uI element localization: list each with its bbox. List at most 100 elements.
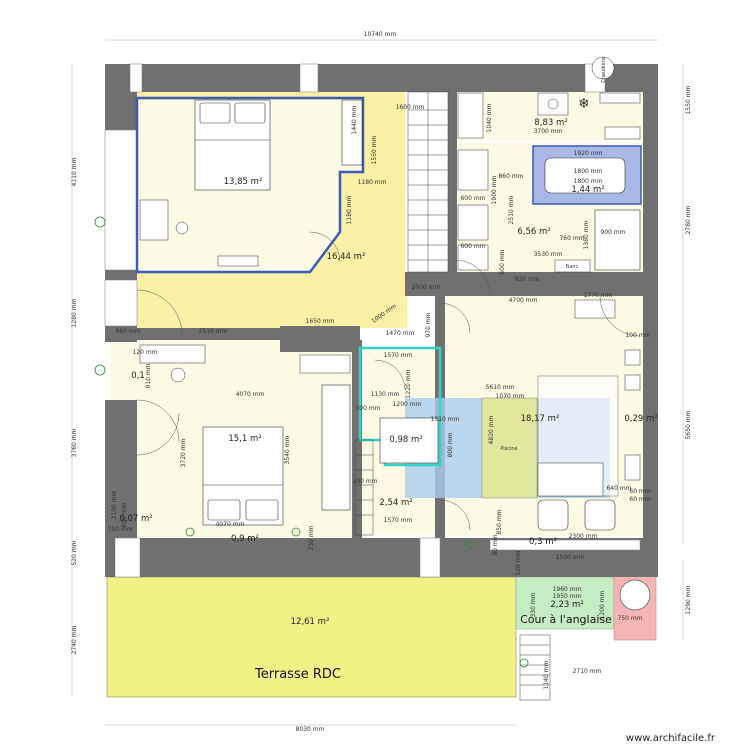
armchairs xyxy=(537,499,616,531)
dim-left-5: 2740 mm xyxy=(71,625,78,654)
area-small-left2: 0,07 m² xyxy=(119,514,152,524)
dim-520: 520 mm xyxy=(515,550,522,575)
dim-100: 100 mm xyxy=(625,332,650,339)
dim-1130: 1130 mm xyxy=(371,391,400,398)
dim-3700: 3700 mm xyxy=(534,128,563,135)
dim-top-total: 10740 mm xyxy=(364,31,397,38)
desk-bottom xyxy=(139,344,206,383)
dim-860b: 860 mm xyxy=(115,328,140,335)
area-hall-top: 16,44 m² xyxy=(327,252,366,262)
dim-120: 120 mm xyxy=(132,349,157,356)
dim-1570a: 1570 mm xyxy=(384,352,413,359)
dim-800: 800 mm xyxy=(447,432,454,457)
dim-3720: 3720 mm xyxy=(180,438,187,467)
door-swings xyxy=(136,231,641,531)
shelf-unit xyxy=(299,354,351,374)
area-small-mid: 0,3 m² xyxy=(529,537,557,547)
opening-top-2 xyxy=(299,63,319,93)
bench xyxy=(554,259,591,273)
area-wc: 0,98 m² xyxy=(389,435,422,445)
area-right-small: 0,29 m² xyxy=(624,414,657,424)
opening-bottom-2 xyxy=(419,537,441,578)
bed-top xyxy=(194,99,271,191)
dim-left-4: 520 mm xyxy=(71,540,78,565)
dim-330: 330 mm xyxy=(530,592,537,617)
dim-bottom-total: 8030 mm xyxy=(296,726,325,733)
bench-label: Banc xyxy=(566,264,579,270)
dim-1800b: 1800 mm xyxy=(574,178,603,185)
dim-640: 640 mm xyxy=(606,485,631,492)
dim-2100: 2100 mm xyxy=(111,490,118,519)
court-steps xyxy=(519,634,551,701)
dim-1960: 1960 mm xyxy=(553,586,582,593)
round-pot xyxy=(619,579,651,611)
dim-4070a: 4070 mm xyxy=(236,391,265,398)
tv-unit xyxy=(574,299,616,319)
dim-1800a: 1800 mm xyxy=(574,168,603,175)
dim-1040: 1040 mm xyxy=(486,103,493,132)
dim-1070: 1070 mm xyxy=(496,393,525,400)
wc-box xyxy=(379,417,439,464)
label-court: Cour à l'anglaise xyxy=(520,613,612,626)
dim-1510: 1510 mm xyxy=(431,416,460,423)
dim-1440: 1440 mm xyxy=(351,105,358,134)
sinks xyxy=(457,149,489,271)
dim-1600: 1600 mm xyxy=(396,104,425,111)
dim-1920: 1920 mm xyxy=(574,150,603,157)
window-left-top xyxy=(104,129,138,271)
area-corridor-bottom: 0,9 m² xyxy=(231,534,259,544)
floor-top-wide-yellow xyxy=(137,90,405,100)
dim-right-4: 1290 mm xyxy=(685,585,692,614)
dim-right-2: 2780 mm xyxy=(685,205,692,234)
dim-2510b: 2510 mm xyxy=(199,328,228,335)
dim-1140: 1140 mm xyxy=(543,660,550,689)
dim-900: 900 mm xyxy=(600,229,625,236)
pool-label: Piscine xyxy=(500,446,517,452)
dim-600b: 600 mm xyxy=(460,243,485,250)
dim-730: 730 mm xyxy=(107,526,132,533)
dim-230: 230 mm xyxy=(308,525,315,550)
dim-2710: 2710 mm xyxy=(573,668,602,675)
bed-bottom xyxy=(202,426,284,526)
shower-tray xyxy=(594,209,641,271)
living-right-items xyxy=(624,349,641,481)
dim-4700: 4700 mm xyxy=(509,297,538,304)
dim-right-1: 1550 mm xyxy=(685,85,692,114)
wardrobe-bottom xyxy=(321,384,351,511)
green-markers xyxy=(94,216,529,668)
dim-4070b: 4070 mm xyxy=(216,521,245,528)
dim-910: 910 mm xyxy=(145,363,152,388)
area-landing: 2,54 m² xyxy=(379,498,412,508)
boiler-label: Chaudière xyxy=(600,57,607,83)
floor-stairs-top xyxy=(405,90,453,275)
terrace-area xyxy=(106,576,517,698)
dim-850: 850 mm xyxy=(496,509,503,534)
dim-80: 80 mm xyxy=(492,534,499,555)
pool-olive xyxy=(481,397,538,499)
floor-corridor-bottom xyxy=(137,530,357,540)
room-labels: 13,85 m² 16,44 m² 8,83 m² 1,44 m² 6,56 m… xyxy=(119,118,657,682)
dim-600a: 600 mm xyxy=(460,195,485,202)
dim-760: 760 mm xyxy=(559,235,584,242)
kitchen-units xyxy=(457,92,641,140)
floor-hall-diagonal xyxy=(310,172,407,292)
floor-hall-top-strip xyxy=(363,98,407,172)
area-court: 2,23 m² xyxy=(550,600,583,610)
dim-1650: 1650 mm xyxy=(306,318,335,325)
dim-1950: 1950 mm xyxy=(553,593,582,600)
dim-300b: 300 mm xyxy=(352,478,377,485)
area-shower: 1,44 m² xyxy=(571,185,604,195)
dim-300a: 300 mm xyxy=(355,405,380,412)
dim-1200b: 1200 mm xyxy=(599,590,606,619)
dim-5610: 5610 mm xyxy=(486,384,515,391)
dim-1180a: 1180 mm xyxy=(358,179,387,186)
area-terrace: 12,61 m² xyxy=(291,617,330,627)
bedroom-top-outline xyxy=(135,96,365,274)
snowflake-icon: ❄ xyxy=(578,96,590,112)
dim-2510: 2510 mm xyxy=(508,195,515,224)
dim-1570b: 1570 mm xyxy=(384,517,413,524)
dim-60b: 60 mm xyxy=(629,496,650,503)
dim-750: 750 mm xyxy=(617,615,642,622)
dimension-lines xyxy=(71,39,684,726)
dim-1200: 1200 mm xyxy=(393,401,422,408)
